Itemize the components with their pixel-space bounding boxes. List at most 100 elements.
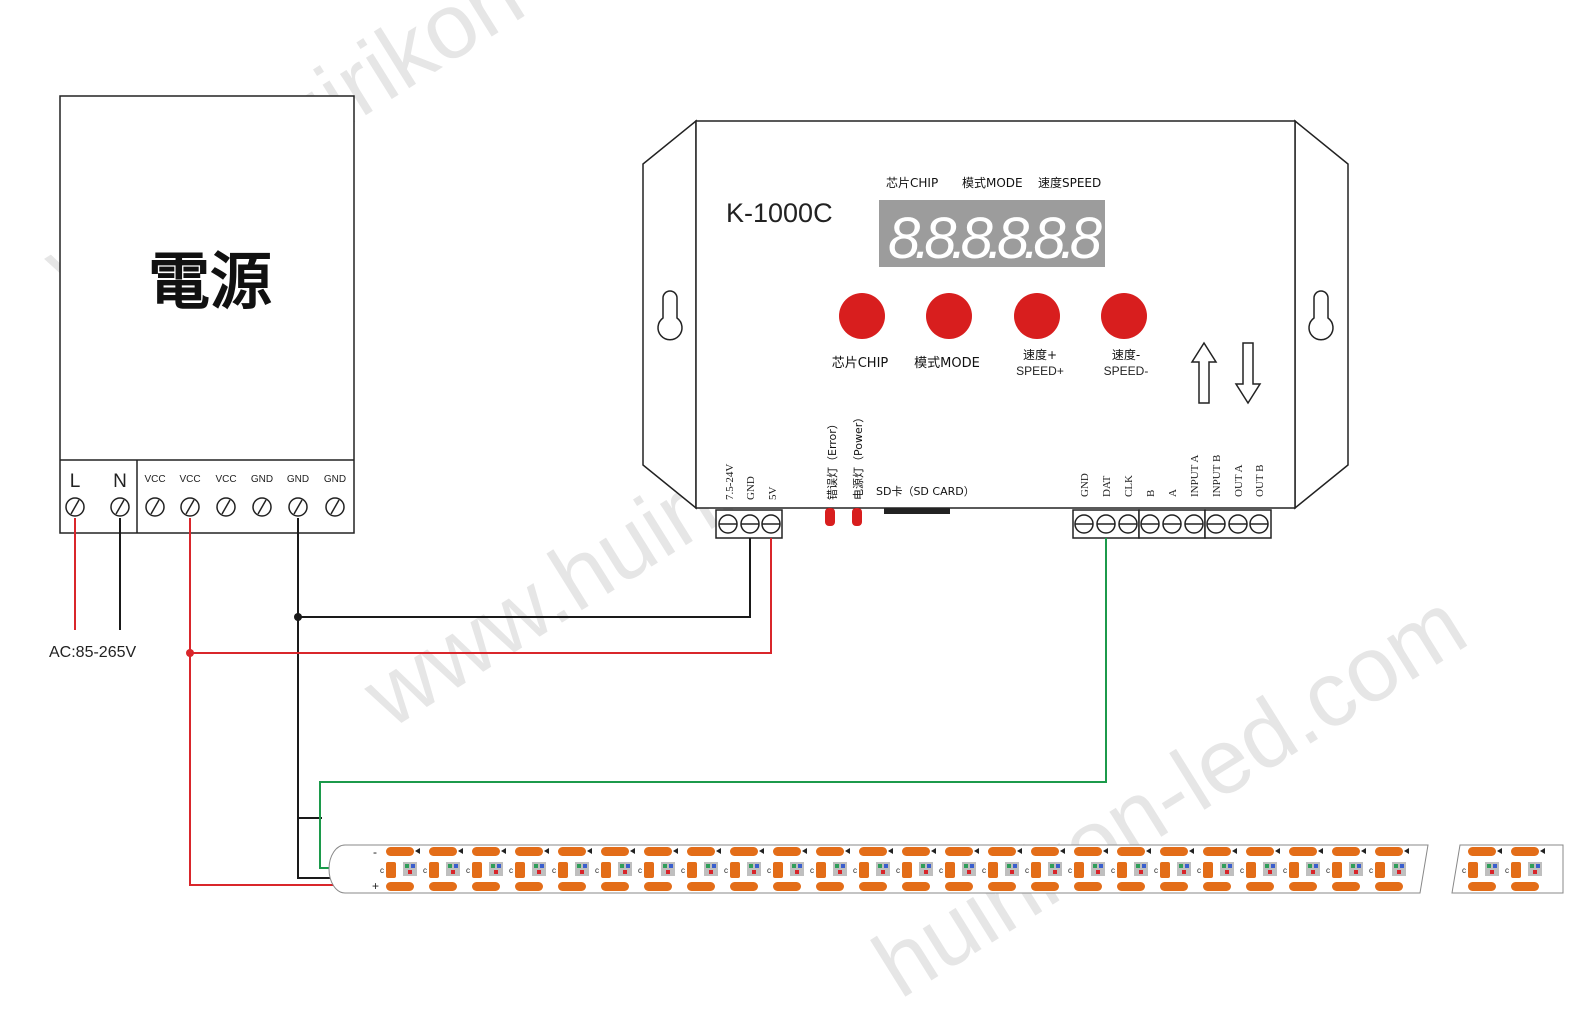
- strip-pad-bottom: [1289, 882, 1317, 891]
- strip-direction-arrow-icon: [544, 848, 549, 854]
- strip-pad-top: [1117, 847, 1145, 856]
- strip-led-green: [1179, 864, 1183, 868]
- strip-pad-bottom: [601, 882, 629, 891]
- strip-direction-arrow-icon: [1497, 848, 1502, 854]
- strip-pad-top: [1289, 847, 1317, 856]
- strip-led-blue: [755, 864, 759, 868]
- strip-led-green: [577, 864, 581, 868]
- strip-direction-arrow-icon: [1275, 848, 1280, 854]
- strip-pad-bottom: [902, 882, 930, 891]
- strip-resistor: [1074, 862, 1084, 878]
- strip-pad-bottom: [1074, 882, 1102, 891]
- signal-screws: [1074, 514, 1269, 534]
- ps-terminal-label-2: VCC: [144, 474, 165, 485]
- ps-terminal-label-0: L: [70, 471, 81, 492]
- strip-pad-bottom: [1031, 882, 1059, 891]
- strip-segment-label: c: [1505, 866, 1509, 875]
- signal-pin-label-7: OUT A: [1233, 464, 1245, 497]
- strip-segment-label: c: [509, 866, 513, 875]
- strip-led-red: [537, 870, 541, 874]
- strip-led-red: [1397, 870, 1401, 874]
- strip-pad-bottom: [1246, 882, 1274, 891]
- strip-direction-arrow-icon: [1017, 848, 1022, 854]
- speed-up-button-label-en: SPEED+: [1016, 364, 1064, 378]
- strip-led-green: [663, 864, 667, 868]
- strip-led-green: [1136, 864, 1140, 868]
- strip-led-blue: [712, 864, 716, 868]
- speed-down-button[interactable]: [1101, 293, 1147, 339]
- power-led: [852, 508, 862, 526]
- strip-led-blue: [970, 864, 974, 868]
- ps-terminal-label-5: GND: [251, 474, 273, 485]
- strip-pad-top: [386, 847, 414, 856]
- strip-led-blue: [1357, 864, 1361, 868]
- strip-direction-arrow-icon: [673, 848, 678, 854]
- strip-led-blue: [1056, 864, 1060, 868]
- mount-hole-right-icon: [1308, 290, 1334, 341]
- speed-up-button[interactable]: [1014, 293, 1060, 339]
- strip-led-blue: [626, 864, 630, 868]
- strip-resistor: [1511, 862, 1521, 878]
- strip-segment-label: c: [982, 866, 986, 875]
- error-led: [825, 508, 835, 526]
- strip-led-blue: [669, 864, 673, 868]
- strip-resistor: [429, 862, 439, 878]
- strip-pad-bottom: [816, 882, 844, 891]
- strip-pad-top: [1031, 847, 1059, 856]
- controller-model: K-1000C: [726, 198, 833, 228]
- strip-pad-bottom: [1511, 882, 1539, 891]
- power-led-label: 电源灯（Power）: [851, 412, 865, 500]
- controller-body: [695, 120, 1296, 509]
- ps-terminal-slot-6: [293, 499, 303, 515]
- wire-gnd: [297, 518, 751, 879]
- strip-led-blue: [1271, 864, 1275, 868]
- strip-led-blue: [884, 864, 888, 868]
- wire-vcc-junction: [186, 649, 194, 657]
- strip-direction-arrow-icon: [587, 848, 592, 854]
- chip-button[interactable]: [839, 293, 885, 339]
- strip-led-green: [1394, 864, 1398, 868]
- strip-pad-top: [1246, 847, 1274, 856]
- strip-led-blue: [1314, 864, 1318, 868]
- strip-led-red: [752, 870, 756, 874]
- strip-led-green: [620, 864, 624, 868]
- strip-pad-bottom: [1332, 882, 1360, 891]
- strip-resistor: [1203, 862, 1213, 878]
- strip-pad-bottom: [1160, 882, 1188, 891]
- strip-segment-label: c: [1462, 866, 1466, 875]
- strip-led-red: [1533, 870, 1537, 874]
- ps-terminal-slot-3: [185, 499, 195, 515]
- strip-pad-bottom: [1117, 882, 1145, 891]
- sd-card-slot[interactable]: [884, 508, 950, 514]
- strip-segment-label: c: [552, 866, 556, 875]
- strip-pad-bottom: [988, 882, 1016, 891]
- strip-led-red: [1096, 870, 1100, 874]
- controller: K-1000C 芯片CHIP 模式MODE 速度SPEED 8.8.8.8.8.…: [642, 119, 1349, 539]
- speed-up-button-label: 速度+: [1023, 347, 1057, 362]
- strip-resistor: [902, 862, 912, 878]
- strip-resistor: [601, 862, 611, 878]
- mode-button[interactable]: [926, 293, 972, 339]
- strip-pad-top: [1332, 847, 1360, 856]
- strip-resistor: [1246, 862, 1256, 878]
- wires: [74, 518, 1107, 886]
- strip-segment-label: c: [767, 866, 771, 875]
- strip-led-red: [1010, 870, 1014, 874]
- strip-led-red: [451, 870, 455, 874]
- strip-led-blue: [497, 864, 501, 868]
- strip-led-blue: [583, 864, 587, 868]
- strip-pad-top: [558, 847, 586, 856]
- strip-led-red: [838, 870, 842, 874]
- display-digits: 8.8.8.8.8.8: [888, 206, 1102, 271]
- strip-pad-top: [644, 847, 672, 856]
- strip-led-red: [881, 870, 885, 874]
- strip-led-green: [1265, 864, 1269, 868]
- strip-led-blue: [540, 864, 544, 868]
- strip-resistor: [730, 862, 740, 878]
- strip-direction-arrow-icon: [1189, 848, 1194, 854]
- strip-led-blue: [1013, 864, 1017, 868]
- strip-led-green: [1487, 864, 1491, 868]
- strip-resistor: [1468, 862, 1478, 878]
- speed-down-button-label-en: SPEED-: [1104, 364, 1149, 378]
